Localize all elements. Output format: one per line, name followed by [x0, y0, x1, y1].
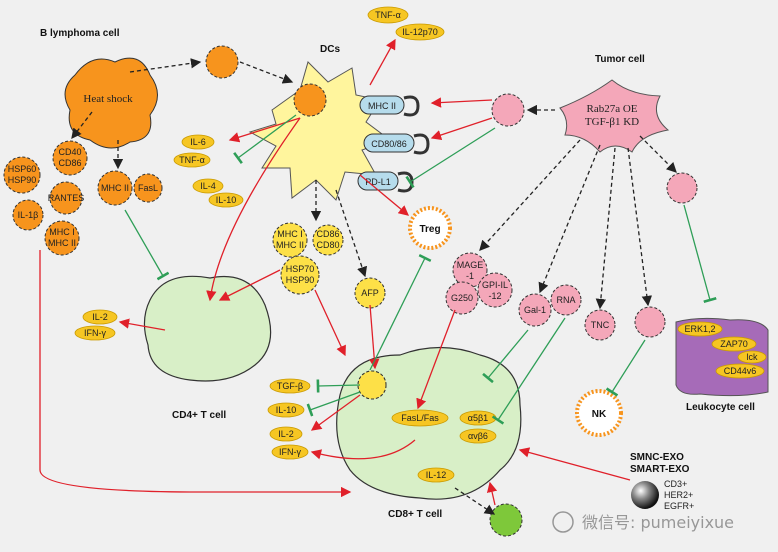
- cd8-avb6: αvβ6: [468, 431, 488, 441]
- dc-inner-exosome: [293, 83, 327, 117]
- dc-tnf-a2: TNF-α: [179, 155, 205, 165]
- exo-mhc-ii: MHC II: [276, 240, 304, 250]
- dc-pd-l1-receptor: PD-L1: [365, 177, 391, 187]
- dc-il10: IL-10: [216, 195, 237, 205]
- dc-il4: IL-4: [200, 181, 216, 191]
- leuk-erk: ERK1,2: [684, 324, 715, 334]
- b-cell-title: B lymphoma cell: [40, 28, 120, 39]
- dcs-title: DCs: [320, 44, 340, 55]
- exo-hsp70: HSP70: [286, 264, 315, 274]
- cd8-tgfb: TGF-β: [277, 381, 303, 391]
- cd8-il2: IL-2: [278, 429, 294, 439]
- treg-label: Treg: [419, 224, 440, 235]
- cd8-fasl-fas: FasL/Fas: [401, 413, 439, 423]
- exo-marker-her2: HER2+: [664, 490, 693, 500]
- il18-label: IL-1β: [18, 210, 39, 220]
- gpi2-label: -12: [488, 291, 501, 301]
- wechat-icon: [552, 511, 574, 533]
- exo-marker-egfr: EGFR+: [664, 501, 694, 511]
- cd4-title: CD4+ T cell: [172, 410, 226, 421]
- dc-cd80-86-receptor: CD80/86: [371, 139, 407, 149]
- exo-mhc-i: MHC I: [277, 229, 303, 239]
- cd40-label: CD40: [58, 147, 81, 157]
- tumor-line2: TGF-β1 KD: [585, 116, 639, 128]
- black-dashed-arrows: [71, 58, 677, 515]
- afp-label: AFP: [361, 288, 379, 298]
- tumor-title: Tumor cell: [595, 54, 645, 65]
- exo-cd86: CD86: [316, 229, 339, 239]
- cd8-a5b1: α5β1: [468, 413, 488, 423]
- exo-name1: SMNC-EXO: [630, 452, 684, 463]
- b-exosomes: [3, 45, 239, 256]
- cd4-il2: IL-2: [92, 312, 108, 322]
- cd8-yellow-exosome: [357, 370, 387, 400]
- leuk-cd44v6: CD44v6: [724, 366, 757, 376]
- exo-hsp90: HSP90: [286, 275, 315, 285]
- tumor-exosomes: [445, 93, 698, 341]
- green-inhibit-lines: [124, 114, 717, 425]
- b-mhc-ii-b-label: MHC II: [48, 238, 76, 248]
- dc-il6: IL-6: [190, 137, 206, 147]
- exo-cd80: CD80: [316, 240, 339, 250]
- fasl-label: FasL: [138, 183, 158, 193]
- heat-shock-label: Heat shock: [83, 93, 133, 105]
- leuk-lck: lck: [747, 352, 758, 362]
- dc-mhc-ii-receptor: MHC II: [368, 101, 396, 111]
- tumor-cell: [559, 79, 670, 153]
- cd8-il10: IL-10: [276, 405, 297, 415]
- leuk-zap70: ZAP70: [720, 339, 748, 349]
- leukocyte-title: Leukocyte cell: [686, 402, 755, 413]
- b-lymphoma-cell: [64, 57, 158, 149]
- cd8-il12: IL-12: [426, 470, 447, 480]
- rantes-label: RANTES: [48, 193, 85, 203]
- cd86-label: CD86: [58, 158, 81, 168]
- dc-receptors: [357, 95, 430, 193]
- cd8-ifng: IFN-γ: [279, 447, 301, 457]
- wechat-watermark: 微信号: pumeiyixue: [552, 511, 734, 533]
- gal1-label: Gal-1: [524, 305, 546, 315]
- mage2-label: -1: [466, 271, 474, 281]
- watermark-text: 微信号: pumeiyixue: [582, 513, 734, 532]
- gpi-label: GPI-IL: [482, 280, 508, 290]
- nk-label: NK: [592, 409, 607, 420]
- b-mhc-ii-label: MHC II: [101, 183, 129, 193]
- cd4-t-cell: [143, 275, 272, 382]
- exo-name2: SMART-EXO: [630, 464, 690, 475]
- hsp90-label: HSP90: [8, 175, 37, 185]
- rna-label: RNA: [556, 295, 575, 305]
- treg-cell: Treg: [408, 206, 452, 250]
- tumor-line1: Rab27a OE: [586, 103, 637, 115]
- exo-marker-cd3: CD3+: [664, 479, 687, 489]
- smart-exo-sphere: [631, 481, 659, 509]
- g250-label: G250: [451, 293, 473, 303]
- green-exosome: [489, 503, 523, 537]
- b-mhc-i-label: MHC I: [49, 227, 75, 237]
- cd4-ifng: IFN-γ: [84, 328, 106, 338]
- cd8-title: CD8+ T cell: [388, 509, 442, 520]
- cytokine-pills: [74, 6, 767, 483]
- hsp60-label: HSP60: [8, 164, 37, 174]
- tnc-label: TNC: [591, 320, 610, 330]
- mage-label: MAGE: [457, 260, 484, 270]
- dc-tnf-a: TNF-α: [375, 10, 401, 20]
- nk-cell: NK: [575, 389, 623, 437]
- dc-il12p70: IL-12p70: [402, 27, 438, 37]
- red-arrows: [39, 38, 631, 506]
